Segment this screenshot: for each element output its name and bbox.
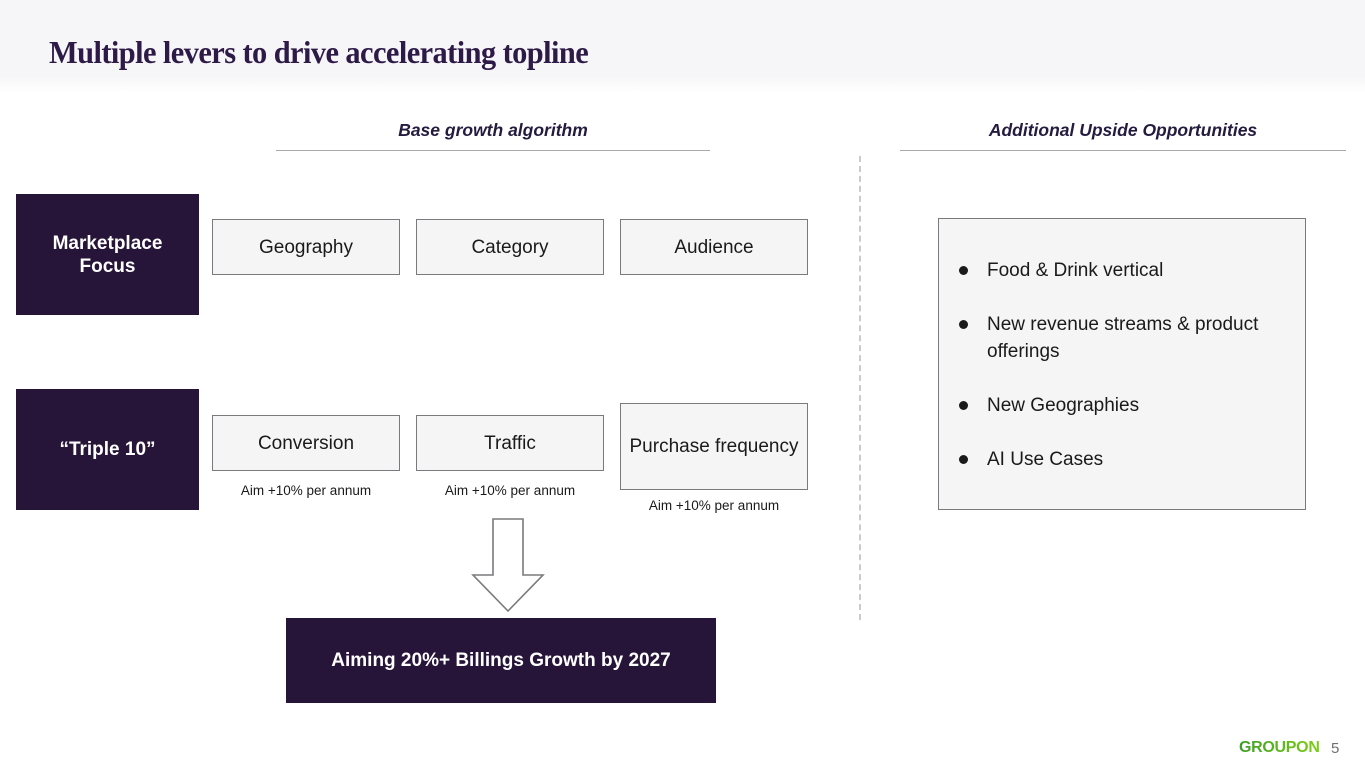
- list-item-label: New revenue streams & product offerings: [987, 314, 1259, 362]
- purchase-frequency-box: Purchase frequency: [620, 403, 808, 490]
- page-number: 5: [1331, 740, 1340, 757]
- section-header-upside: Additional Upside Opportunities: [900, 120, 1346, 151]
- conversion-box: Conversion: [212, 415, 400, 471]
- page-title: Multiple levers to drive accelerating to…: [49, 34, 589, 70]
- triple-10-box: “Triple 10”: [16, 389, 199, 510]
- upside-list: Food & Drink vertical New revenue stream…: [939, 219, 1305, 473]
- dashed-divider: [859, 156, 861, 620]
- groupon-logo: GROUPON: [1239, 739, 1320, 756]
- bullet-icon: [959, 455, 968, 464]
- category-box: Category: [416, 219, 604, 275]
- billings-growth-banner: Aiming 20%+ Billings Growth by 2027: [286, 618, 716, 703]
- upside-opportunities-panel: Food & Drink vertical New revenue stream…: [938, 218, 1306, 510]
- conversion-caption: Aim +10% per annum: [240, 483, 372, 498]
- list-item: New revenue streams & product offerings: [959, 311, 1265, 365]
- traffic-caption: Aim +10% per annum: [444, 483, 576, 498]
- down-arrow-icon: [470, 518, 546, 619]
- list-item-label: AI Use Cases: [987, 449, 1104, 470]
- geography-box: Geography: [212, 219, 400, 275]
- list-item-label: New Geographies: [987, 395, 1140, 416]
- purchase-frequency-caption: Aim +10% per annum: [648, 498, 780, 513]
- traffic-box: Traffic: [416, 415, 604, 471]
- bullet-icon: [959, 401, 968, 410]
- section-header-base-growth: Base growth algorithm: [276, 120, 710, 151]
- list-item: Food & Drink vertical: [959, 257, 1265, 284]
- list-item: New Geographies: [959, 392, 1265, 419]
- list-item: AI Use Cases: [959, 446, 1265, 473]
- bullet-icon: [959, 320, 968, 329]
- marketplace-focus-box: Marketplace Focus: [16, 194, 199, 315]
- bullet-icon: [959, 266, 968, 275]
- list-item-label: Food & Drink vertical: [987, 260, 1164, 281]
- header-band: [0, 0, 1365, 93]
- audience-box: Audience: [620, 219, 808, 275]
